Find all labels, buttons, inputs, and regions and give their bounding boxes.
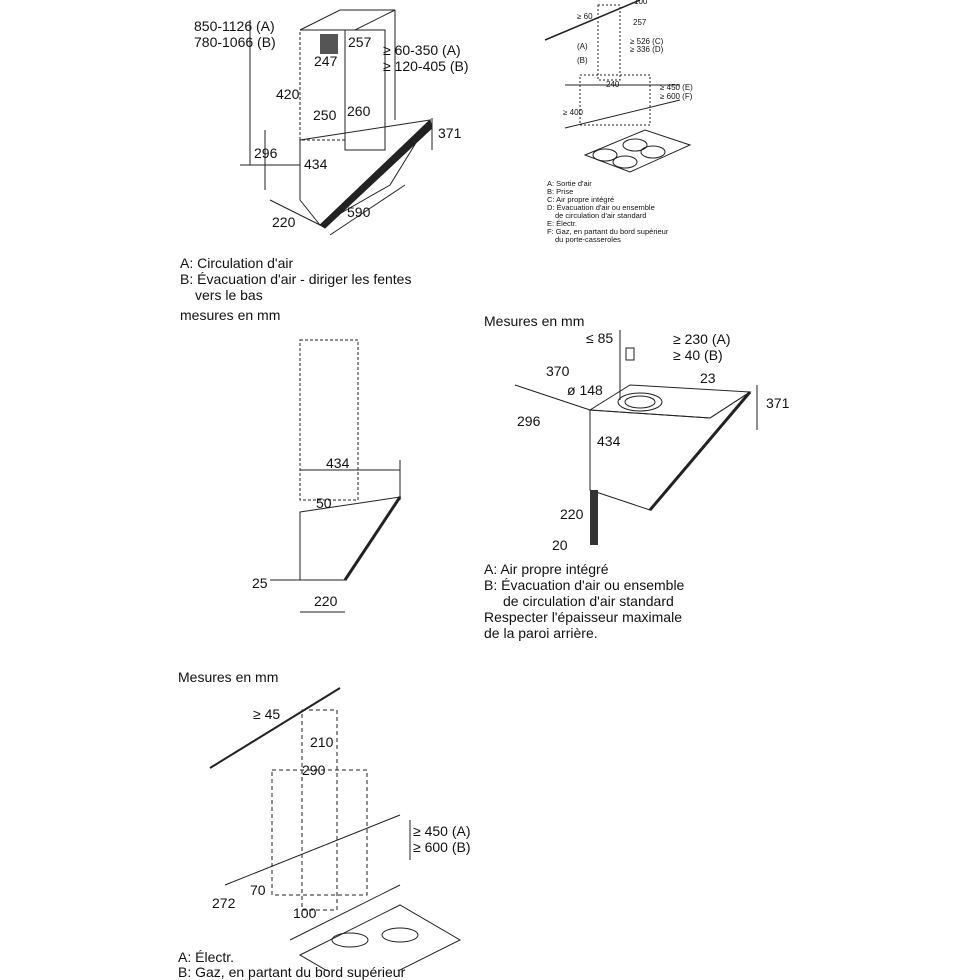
dimension-label: ≥ 450 (E) — [660, 83, 693, 92]
dimension-label: ≥ 45 — [253, 706, 281, 722]
dimension-label: 25 — [252, 575, 268, 591]
dimension-label: 23 — [700, 370, 716, 386]
legend-line: A: Air propre intégré — [484, 561, 609, 577]
legend-line: B: Évacuation d'air - diriger les fentes — [180, 271, 412, 287]
dimension-label: 296 — [517, 413, 541, 429]
dimension-label: 272 — [212, 895, 236, 911]
hood-drawing-side-profile — [270, 339, 402, 613]
dimension-label: ≤ 85 — [586, 330, 614, 346]
dimension-label: ≥ 526 (C) — [630, 37, 664, 46]
dimension-label: 371 — [438, 125, 462, 141]
dimension-label: ≥ 60 — [577, 12, 593, 21]
dimension-label: ≥ 450 (A) — [413, 823, 471, 839]
installation-drawing-bottom — [209, 687, 462, 971]
dimension-label: 370 — [546, 363, 570, 379]
dimension-label: 780-1066 (B) — [194, 34, 276, 50]
dimension-label: 434 — [304, 156, 328, 172]
legend-line: A: Électr. — [178, 949, 235, 965]
legend-line: A: Sortie d'air — [547, 179, 592, 188]
dimension-label: 20 — [552, 537, 568, 553]
dimension-label: 420 — [276, 86, 300, 102]
legend-line: Respecter l'épaisseur maximale — [484, 609, 682, 625]
dimension-label: 434 — [597, 433, 621, 449]
dimension-label: ≥ 600 (B) — [413, 839, 471, 855]
dimension-label: ≥ 120-405 (B) — [383, 58, 469, 74]
legend-line: de circulation d'air standard — [503, 593, 674, 609]
dimension-label: 240 — [606, 80, 620, 89]
dimension-label: 290 — [302, 762, 326, 778]
legend-line: vers le bas — [195, 287, 263, 303]
legend-line: de la paroi arrière. — [484, 625, 598, 641]
units-note: Mesures en mm — [484, 313, 585, 329]
installation-drawing-top — [544, 0, 692, 173]
dimension-label: 296 — [254, 145, 278, 161]
hood-drawing-clean-air — [514, 330, 758, 545]
legend-line: E: Électr. — [547, 219, 578, 228]
dimension-label: 590 — [347, 204, 371, 220]
dimension-label: 250 — [313, 107, 337, 123]
dimension-label: 220 — [314, 593, 338, 609]
dimension-label: 50 — [316, 495, 332, 511]
legend-line: A: Circulation d'air — [180, 255, 294, 271]
dimension-label: ≥ 230 (A) — [673, 331, 731, 347]
dimension-label: ≥ 40 (B) — [673, 347, 723, 363]
dimension-label: 100 — [634, 0, 648, 6]
dimension-label: 100 — [293, 905, 317, 921]
dimension-label: 371 — [766, 395, 790, 411]
legend-line: F: Gaz, en partant du bord supérieur — [547, 227, 669, 236]
dimension-label: ≥ 600 (F) — [660, 92, 693, 101]
dimension-label: ≥ 336 (D) — [630, 45, 664, 54]
dimension-label: 257 — [348, 34, 372, 50]
legend-line: de circulation d'air standard — [555, 211, 647, 220]
hood-drawing-side-view — [240, 9, 433, 236]
dimension-label: (B) — [577, 56, 588, 65]
dimension-label: 247 — [314, 53, 338, 69]
dimension-label: ≥ 400 — [563, 108, 583, 117]
dimension-label: ø 148 — [567, 382, 603, 398]
dimension-label: 260 — [347, 103, 371, 119]
dimension-label: ≥ 60-350 (A) — [383, 42, 461, 58]
dimension-label: 70 — [250, 882, 266, 898]
dimension-label: 850-1126 (A) — [194, 18, 275, 34]
dimension-label: 220 — [272, 214, 296, 230]
dimension-label: 434 — [326, 455, 350, 471]
legend-line: B: Prise — [547, 187, 574, 196]
units-note: Mesures en mm — [178, 669, 279, 685]
legend-line: D: Évacuation d'air ou ensemble — [547, 203, 655, 212]
legend-line: du porte-casseroles — [555, 235, 621, 244]
legend-line: B: Gaz, en partant du bord supérieur — [178, 964, 406, 980]
dimension-label: 210 — [310, 734, 334, 750]
units-note: mesures en mm — [180, 307, 281, 323]
dimension-label: 220 — [560, 506, 584, 522]
legend-line: B: Évacuation d'air ou ensemble — [484, 577, 685, 593]
dimension-label: 257 — [633, 18, 647, 27]
legend-line: C: Air propre intégré — [547, 195, 615, 204]
dimension-label: (A) — [577, 42, 588, 51]
